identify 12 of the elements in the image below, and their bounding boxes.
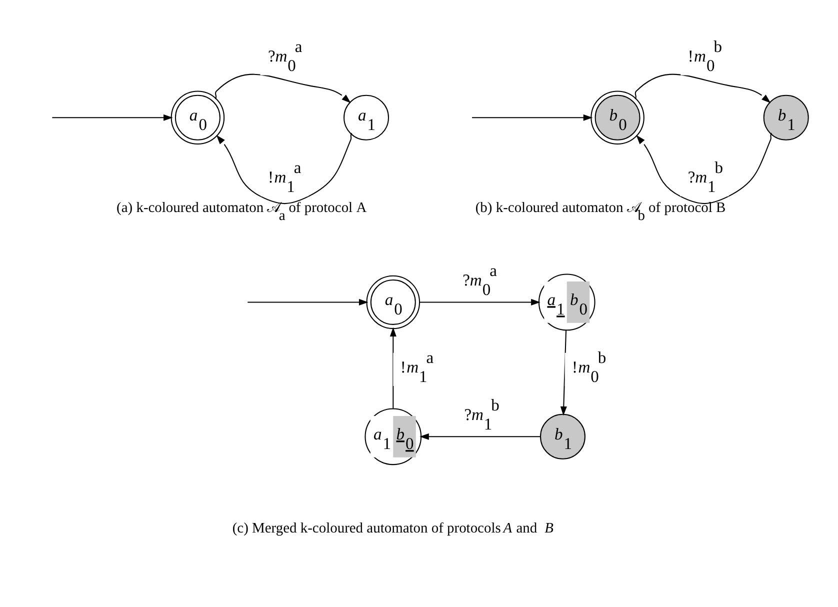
arrow [634, 74, 771, 104]
arrow [472, 114, 593, 121]
arrow [214, 74, 351, 104]
arrow [420, 298, 540, 306]
arrow [560, 330, 567, 416]
arrow [636, 132, 772, 204]
arrow [390, 327, 396, 408]
arrow [248, 298, 368, 306]
arrow [216, 132, 352, 204]
arrow [52, 114, 173, 121]
label: (c) Merged k-coloured automaton of protocols A and B [232, 520, 554, 536]
arrow [420, 433, 540, 440]
